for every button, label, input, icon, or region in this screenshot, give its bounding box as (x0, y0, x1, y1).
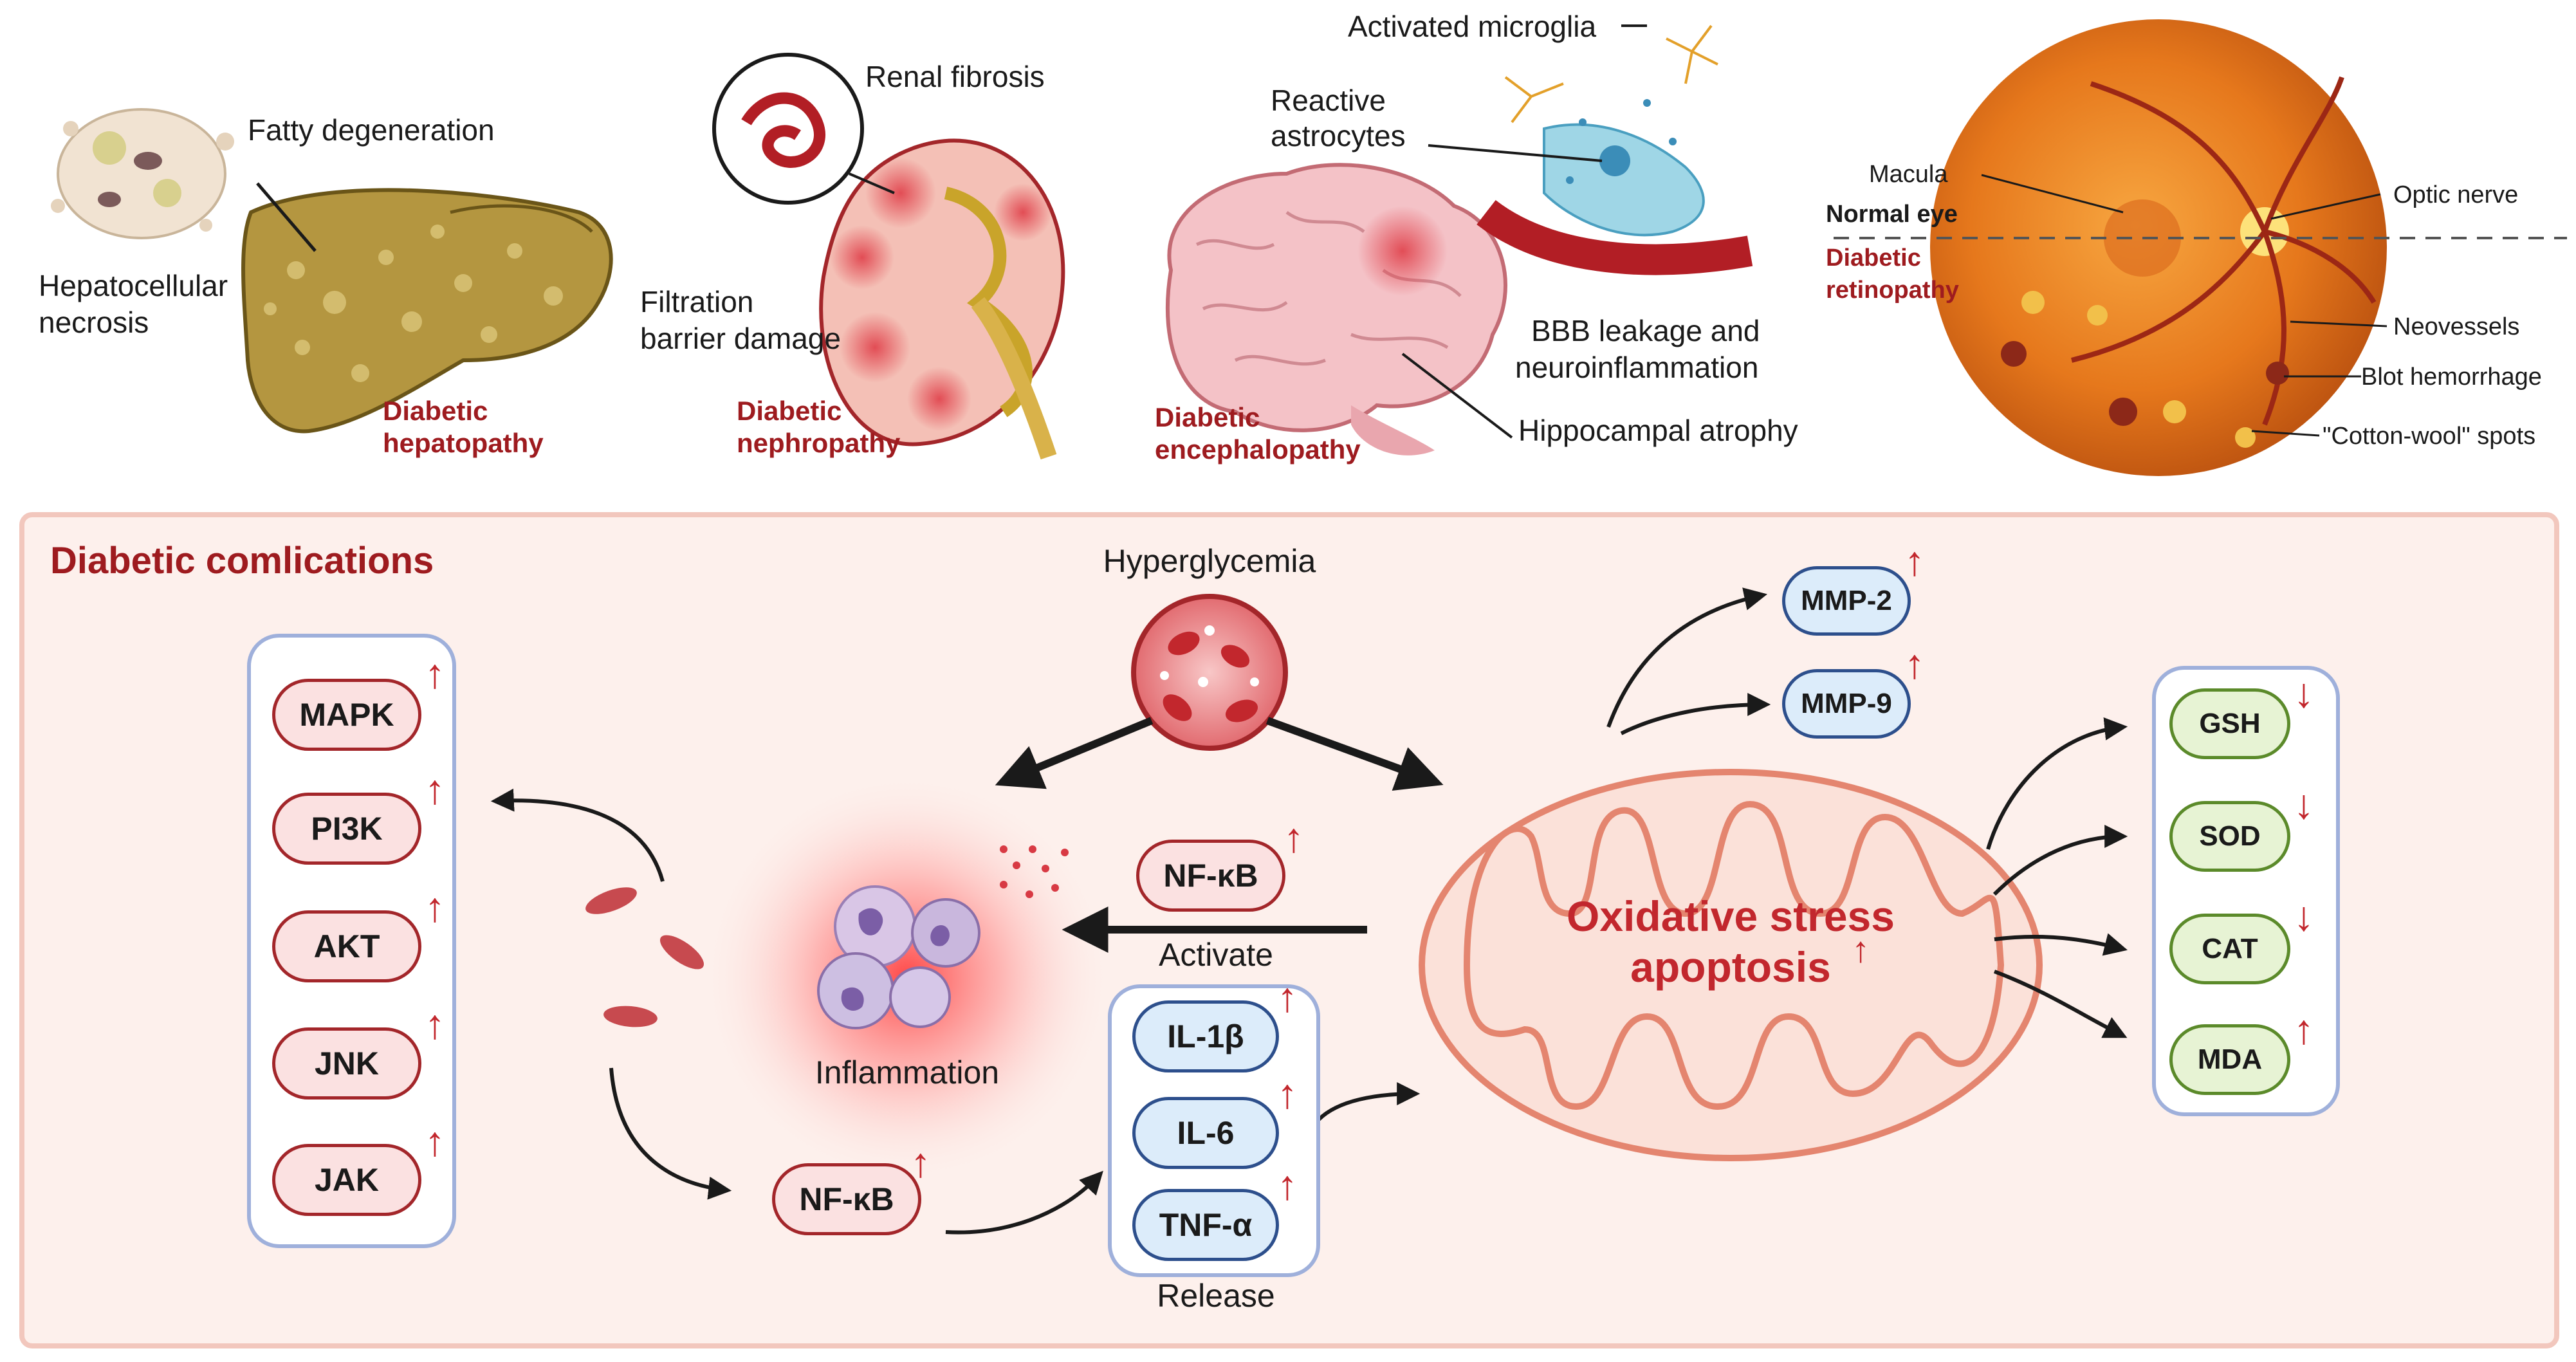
pill-il6: IL-6 (1132, 1097, 1279, 1169)
label-hepatocellular: Hepatocellular (39, 269, 228, 302)
pill-il1b: IL-1β (1132, 1000, 1279, 1072)
arrow-nfkb-release: ↑ (910, 1139, 931, 1186)
label-neovessels: Neovessels (2393, 313, 2520, 340)
rbc-fragments (585, 887, 704, 1027)
arrow-gsh: ↓ (2294, 670, 2314, 716)
label-diabetic-retinopathy-2: retinopathy (1826, 277, 1959, 304)
pill-gsh: GSH (2169, 688, 2290, 759)
arrow-mda: ↑ (2294, 1006, 2314, 1053)
arrow-jak: ↑ (425, 1118, 445, 1164)
pill-nfkb-activate: NF-κB (1136, 840, 1285, 912)
label-cotton-wool-spots: "Cotton-wool" spots (2323, 423, 2536, 450)
label-barrier-damage: barrier damage (640, 322, 841, 355)
arrow-pi3k: ↑ (425, 766, 445, 813)
arrow-nfkb-activate: ↑ (1283, 814, 1304, 861)
label-reactive: Reactive (1271, 84, 1386, 117)
retina-illustration (1834, 19, 2567, 476)
label-diabetic-hepatopathy-2: hepatopathy (383, 428, 544, 458)
label-astrocytes: astrocytes (1271, 119, 1406, 152)
pill-pi3k: PI3K (272, 793, 421, 865)
label-activated-microglia: Activated microglia (1348, 10, 1597, 43)
arrow-akt: ↑ (425, 884, 445, 930)
label-renal-fibrosis: Renal fibrosis (865, 60, 1045, 93)
arrow-il1b: ↑ (1277, 974, 1298, 1020)
oxidative-up-arrow: ↑ (1852, 929, 1870, 970)
label-oxidative-line-2: apoptosis (1630, 943, 1831, 991)
label-blot-hemorrhage: Blot hemorrhage (2361, 364, 2542, 391)
arrow-mmp2: ↑ (1904, 538, 1925, 584)
pill-akt: AKT (272, 910, 421, 982)
label-diabetic-nephropathy-1: Diabetic (737, 396, 842, 426)
arrow-jnk: ↑ (425, 1001, 445, 1047)
pill-mda: MDA (2169, 1024, 2290, 1095)
label-oxidative-stress: Oxidative stress apoptosis (1480, 891, 1982, 993)
label-fatty-degeneration: Fatty degeneration (248, 113, 495, 147)
arrow-mapk: ↑ (425, 650, 445, 697)
panel-title: Diabetic comlications (50, 540, 434, 582)
pill-jak: JAK (272, 1144, 421, 1216)
pill-jnk: JNK (272, 1027, 421, 1100)
liver-illustration (51, 108, 613, 434)
pill-sod: SOD (2169, 801, 2290, 872)
label-oxidative-line-1: Oxidative stress (1567, 892, 1895, 940)
label-inflammation: Inflammation (814, 1054, 1000, 1091)
pill-tnfa: TNF-α (1132, 1189, 1279, 1261)
label-filtration: Filtration (640, 285, 754, 318)
label-diabetic-encephalopathy-1: Diabetic (1155, 402, 1260, 432)
label-release: Release (1157, 1278, 1275, 1314)
arrow-tnfa: ↑ (1277, 1162, 1298, 1208)
label-bbb-leakage: BBB leakage and (1531, 314, 1760, 347)
arrow-cat: ↓ (2294, 893, 2314, 939)
arrow-il6: ↑ (1277, 1071, 1298, 1117)
label-optic-nerve: Optic nerve (2393, 181, 2519, 208)
immune-cells (817, 885, 980, 1029)
mitochondrion (1419, 769, 2043, 1161)
label-activate: Activate (1159, 937, 1273, 973)
label-hyperglycemia: Hyperglycemia (1103, 543, 1316, 579)
hyperglycemia-vessel (1131, 594, 1288, 751)
label-hippocampal-atrophy: Hippocampal atrophy (1518, 414, 1798, 447)
label-diabetic-retinopathy-1: Diabetic (1826, 244, 1921, 271)
pill-cat: CAT (2169, 914, 2290, 984)
pill-nfkb-release: NF-κB (772, 1163, 921, 1235)
arrow-sod: ↓ (2294, 781, 2314, 827)
pill-mmp2: MMP-2 (1782, 566, 1911, 636)
label-macula: Macula (1869, 161, 1948, 188)
label-necrosis: necrosis (39, 306, 149, 339)
kidney-illustration (712, 53, 1065, 460)
brain-illustration (1165, 24, 1753, 456)
pill-mmp9: MMP-9 (1782, 669, 1911, 739)
label-diabetic-nephropathy-2: nephropathy (737, 428, 901, 458)
label-neuroinflammation: neuroinflammation (1515, 351, 1759, 384)
label-diabetic-encephalopathy-2: encephalopathy (1155, 434, 1361, 465)
pill-mapk: MAPK (272, 679, 421, 751)
label-diabetic-hepatopathy-1: Diabetic (383, 396, 488, 426)
arrow-mmp9: ↑ (1904, 641, 1925, 687)
label-normal-eye: Normal eye (1826, 201, 1958, 228)
